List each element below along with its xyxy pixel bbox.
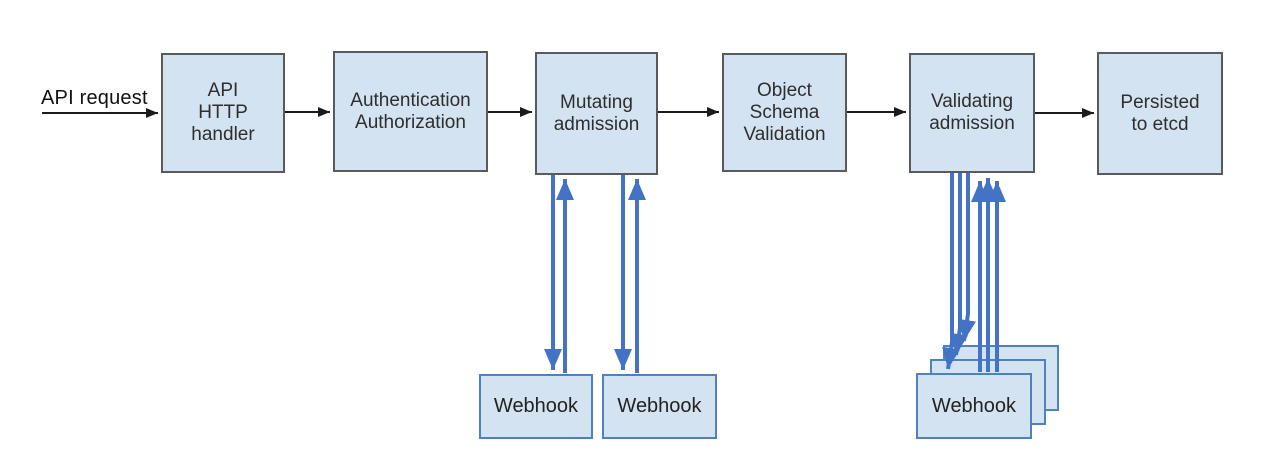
node-api-http-handler-label: API HTTP handler [191,80,255,145]
node-persisted-to-etcd: Persisted to etcd [1097,52,1223,175]
validating-webhook-call-arrow-1 [942,173,960,370]
node-object-schema-validation-label: Object Schema Validation [743,79,826,145]
mutating-webhook-2-label: Webhook [617,395,702,417]
node-validating-admission-label: Validating admission [929,91,1015,134]
validating-webhook-call-arrow-3 [958,173,976,342]
node-authentication-authorization: Authentication Authorization [333,51,488,172]
validating-webhook-front: Webhook [916,373,1032,439]
mutating-webhook-1-label: Webhook [493,395,579,417]
node-mutating-admission-label: Mutating admission [553,91,640,135]
node-object-schema-validation: Object Schema Validation [722,53,847,172]
mutating-webhook-2: Webhook [602,374,717,439]
api-request-label: API request [41,87,148,109]
node-authentication-authorization-label: Authentication Authorization [350,89,471,133]
mutating-webhook-1: Webhook [479,374,593,439]
node-api-http-handler: API HTTP handler [161,53,285,173]
validating-webhook-front-label: Webhook [931,394,1017,417]
node-validating-admission: Validating admission [909,53,1035,173]
validating-webhook-call-arrow-2 [950,173,968,356]
node-mutating-admission: Mutating admission [535,52,658,175]
node-persisted-to-etcd-label: Persisted to etcd [1120,91,1200,135]
